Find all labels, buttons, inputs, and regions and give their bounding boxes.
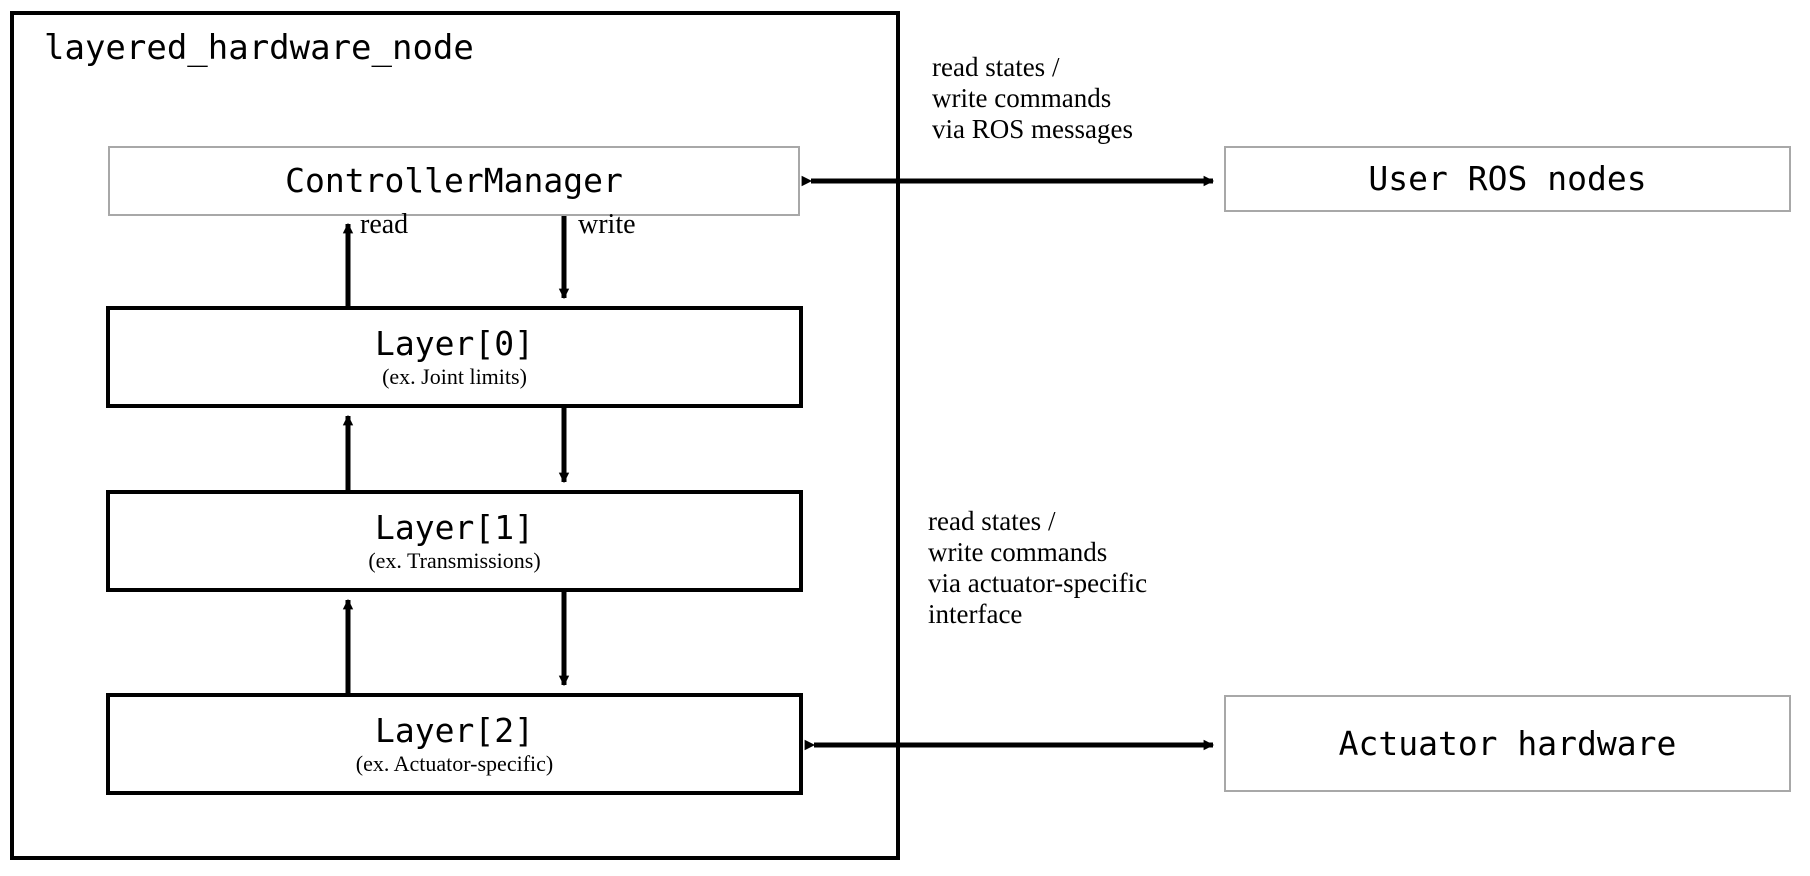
layered-hardware-node-frame xyxy=(10,11,900,860)
user-ros-nodes-label: User ROS nodes xyxy=(1368,159,1647,198)
layer-2-sublabel: (ex. Actuator-specific) xyxy=(355,750,554,776)
controller-manager-label: ControllerManager xyxy=(285,161,623,200)
edge-label-write: write xyxy=(578,209,636,240)
annotation-actuator-interface: read states / write commands via actuato… xyxy=(928,506,1148,629)
box-controller-manager[interactable]: ControllerManager xyxy=(108,146,800,216)
box-actuator-hardware[interactable]: Actuator hardware xyxy=(1224,695,1791,792)
layer-0-sublabel: (ex. Joint limits) xyxy=(382,363,527,389)
box-layer-1[interactable]: Layer[1] (ex. Transmissions) xyxy=(106,490,803,592)
layer-1-sublabel: (ex. Transmissions) xyxy=(368,547,541,573)
edge-label-read: read xyxy=(360,209,409,240)
box-layer-0[interactable]: Layer[0] (ex. Joint limits) xyxy=(106,306,803,408)
box-user-ros-nodes[interactable]: User ROS nodes xyxy=(1224,146,1791,212)
node-title: layered_hardware_node xyxy=(44,28,474,68)
layer-1-label: Layer[1] xyxy=(375,507,534,547)
layer-2-label: Layer[2] xyxy=(375,710,534,750)
box-layer-2[interactable]: Layer[2] (ex. Actuator-specific) xyxy=(106,693,803,795)
layer-0-label: Layer[0] xyxy=(375,323,534,363)
annotation-ros-interface: read states / write commands via ROS mes… xyxy=(932,52,1133,144)
actuator-hardware-label: Actuator hardware xyxy=(1338,723,1677,763)
